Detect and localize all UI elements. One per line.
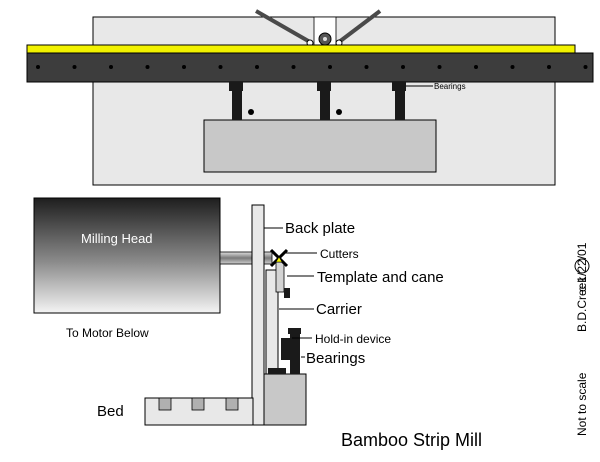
back-plate-label: Back plate — [285, 220, 355, 237]
bearing-dot-right — [336, 109, 342, 115]
template-strip — [26, 44, 576, 54]
side-bearing-cap — [288, 328, 301, 334]
carrier-clamp — [284, 288, 290, 298]
bed-label: Bed — [97, 403, 124, 420]
bearings-side-label: Bearings — [306, 350, 365, 367]
rail-hole — [291, 65, 296, 69]
top-bearing-right — [392, 82, 406, 120]
carrier-label: Carrier — [316, 301, 362, 318]
date-label: c 1/22/01 — [575, 242, 589, 292]
cutters-label: Cutters — [320, 247, 359, 261]
to-motor-label: To Motor Below — [66, 326, 149, 340]
side-view: Milling Head To Motor Below Bed — [33, 197, 444, 426]
diagram-title: Bamboo Strip Mill — [341, 430, 482, 450]
rail-hole — [109, 65, 113, 69]
rail-hole — [328, 65, 332, 69]
bed-slot-3 — [225, 397, 239, 411]
bearing-dot-left — [248, 109, 254, 115]
top-bearing-left — [229, 82, 243, 120]
milling-head — [33, 197, 221, 314]
rail-hole — [255, 65, 259, 69]
back-plate — [251, 204, 265, 426]
date-note: c 1/22/01 — [574, 242, 590, 292]
bearings-top-label: Bearings — [434, 82, 466, 91]
right-cutter-arm — [337, 9, 382, 44]
scale-note-label: Not to scale — [575, 372, 589, 436]
hold-in-label: Hold-in device — [315, 332, 391, 346]
template-cane-label: Template and cane — [317, 269, 444, 286]
top-view: Bearings — [26, 9, 594, 186]
date-circle — [574, 258, 590, 274]
rail-hole — [437, 65, 442, 69]
milling-head-label: Milling Head — [81, 231, 153, 246]
rail-hole — [36, 65, 40, 69]
hold-in-device — [281, 338, 291, 360]
rail-hole — [547, 65, 551, 69]
left-cutter-arm — [255, 9, 311, 44]
top-carrier-plate — [203, 119, 437, 173]
rail-hole — [72, 65, 77, 69]
bed-rail — [26, 52, 594, 83]
base-block — [263, 373, 307, 426]
cutter-symbol — [269, 248, 289, 268]
template — [275, 261, 285, 293]
side-bearing — [290, 334, 300, 374]
rail-hole — [145, 65, 150, 69]
bed-slot-2 — [191, 397, 205, 411]
side-bearing-base — [268, 368, 286, 374]
rail-hole — [583, 65, 588, 69]
bed-slot-1 — [158, 397, 172, 411]
rail-hole — [401, 65, 405, 69]
top-bearing-center — [317, 82, 331, 120]
rail-hole — [474, 65, 478, 69]
rail-hole — [510, 65, 515, 69]
rail-hole — [182, 65, 186, 69]
rail-hole — [364, 65, 369, 69]
rail-hole — [218, 65, 223, 69]
author-label: B.D.Creek — [575, 276, 589, 332]
cutter-wheel-hub — [323, 37, 327, 41]
rail-holes — [36, 65, 588, 69]
